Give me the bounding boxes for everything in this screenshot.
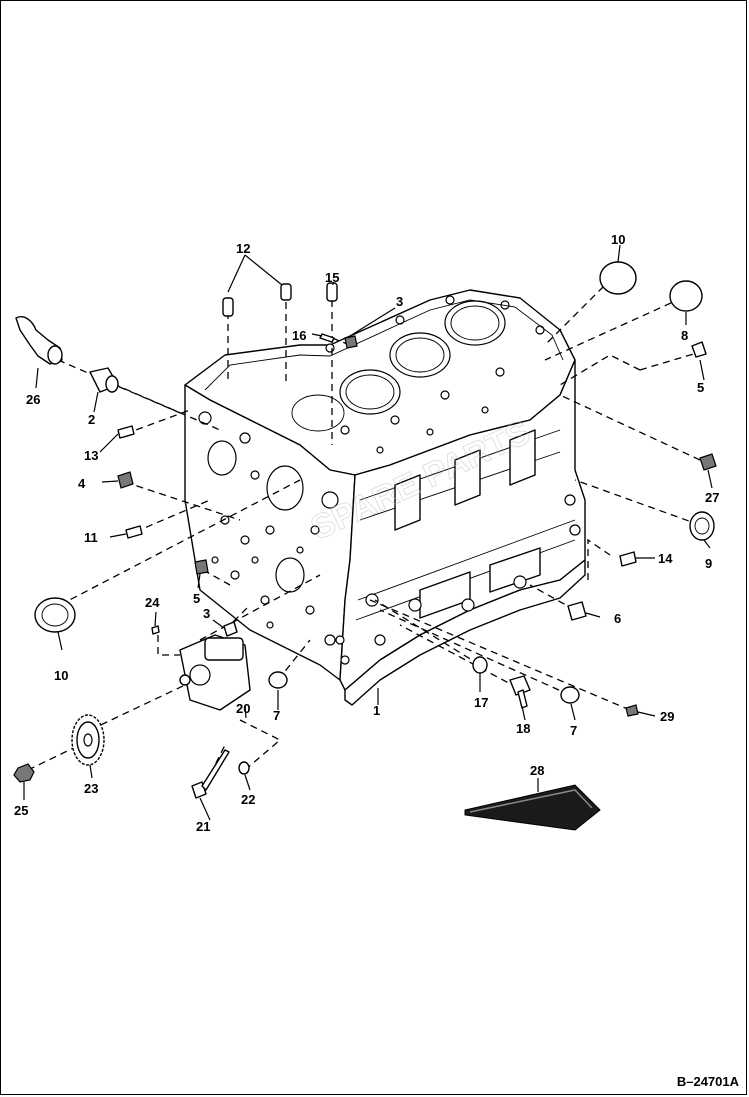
callout-7-right: 7 [570,723,577,738]
callout-5-upper: 5 [697,380,704,395]
assembly-lines [27,277,701,786]
callout-10-lower: 10 [54,668,68,683]
callout-14: 14 [658,551,673,566]
callout-12: 12 [236,241,250,256]
callout-18: 18 [516,721,530,736]
callout-15: 15 [325,270,339,285]
callout-27: 27 [705,490,719,505]
callout-29: 29 [660,709,674,724]
callout-28: 28 [530,763,544,778]
callout-17: 17 [474,695,488,710]
callout-23: 23 [84,781,98,796]
callout-21: 21 [196,819,210,834]
callout-16: 16 [292,328,306,343]
callout-24: 24 [145,595,160,610]
engine-block: SPARE PARTS [184,289,586,706]
callout-6: 6 [614,611,621,626]
callout-11: 11 [84,530,98,545]
small-parts [13,261,717,831]
callout-25: 25 [14,803,28,818]
callout-26: 26 [26,392,40,407]
callout-13: 13 [84,448,98,463]
callout-4: 4 [78,476,86,491]
callout-22: 22 [241,792,255,807]
callout-20: 20 [236,701,250,716]
callout-8: 8 [681,328,688,343]
callout-9: 9 [705,556,712,571]
callout-1: 1 [373,703,380,718]
leader-lines [23,244,713,821]
callout-7-left: 7 [273,708,280,723]
document-number: B–24701A [676,1074,739,1089]
callout-3-lower: 3 [203,606,210,621]
callout-10-upper: 10 [611,232,625,247]
callout-labels: 12 15 16 3 10 8 5 26 2 13 4 11 27 9 14 5… [14,232,719,834]
callout-2: 2 [88,412,95,427]
callout-3-upper: 3 [396,294,403,309]
callout-5-lower: 5 [193,591,200,606]
